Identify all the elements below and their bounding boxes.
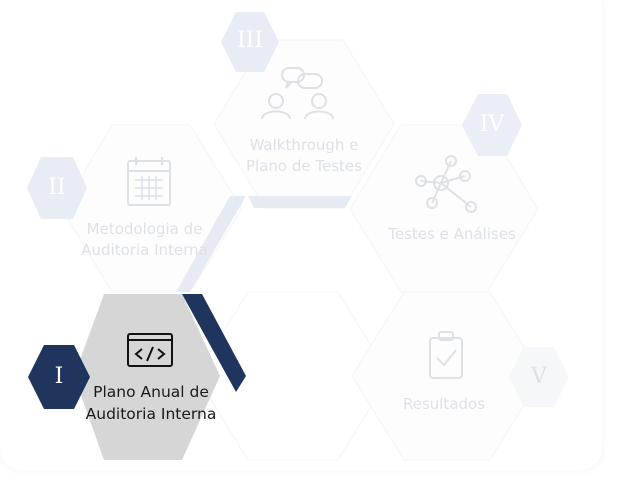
accent-strip-metodologia	[176, 196, 246, 292]
accent-strip-active	[182, 294, 246, 392]
step-label-metodologia: Metodologia de Auditoria Interna	[72, 219, 217, 261]
step-label-metodologia-line2: Auditoria Interna	[81, 241, 208, 259]
badge-hex-i[interactable]	[28, 345, 90, 409]
badge-hex-iii	[221, 12, 279, 72]
badge-hex-ii	[27, 157, 87, 219]
hex-tile-testes	[349, 124, 539, 293]
badge-label-ii: II	[48, 175, 66, 200]
step-label-plano[interactable]: Plano Anual de Auditoria Interna	[76, 381, 226, 425]
step-label-walkthrough: Walkthrough e Plano de Testes	[224, 135, 384, 177]
step-label-walkthrough-line2: Plano de Testes	[246, 157, 362, 175]
accent-strip-walkthrough	[248, 196, 352, 208]
network-icon	[415, 155, 477, 213]
calendar-icon	[127, 157, 171, 206]
step-label-testes: Testes e Análises	[388, 225, 516, 243]
conversation-icon	[261, 67, 334, 120]
badge-hex-iv	[462, 94, 522, 156]
code-window-icon	[127, 333, 173, 367]
badge-label-iii: III	[236, 28, 264, 53]
badge-label-iv: IV	[479, 112, 505, 137]
clipboard-check-icon	[429, 331, 463, 379]
step-label-plano-line1: Plano Anual de	[93, 383, 209, 401]
step-label-walkthrough-line1: Walkthrough e	[249, 136, 359, 154]
step-label-plano-line2: Auditoria Interna	[85, 405, 217, 423]
badge-hex-v	[509, 347, 569, 407]
badge-label-i: I	[54, 364, 64, 389]
step-label-resultados: Resultados	[402, 395, 486, 413]
hex-active-plano[interactable]	[74, 294, 220, 460]
badge-label-v: V	[531, 364, 547, 389]
hex-tile-metodologia	[61, 124, 243, 293]
step-label-metodologia-line1: Metodologia de	[86, 220, 203, 238]
